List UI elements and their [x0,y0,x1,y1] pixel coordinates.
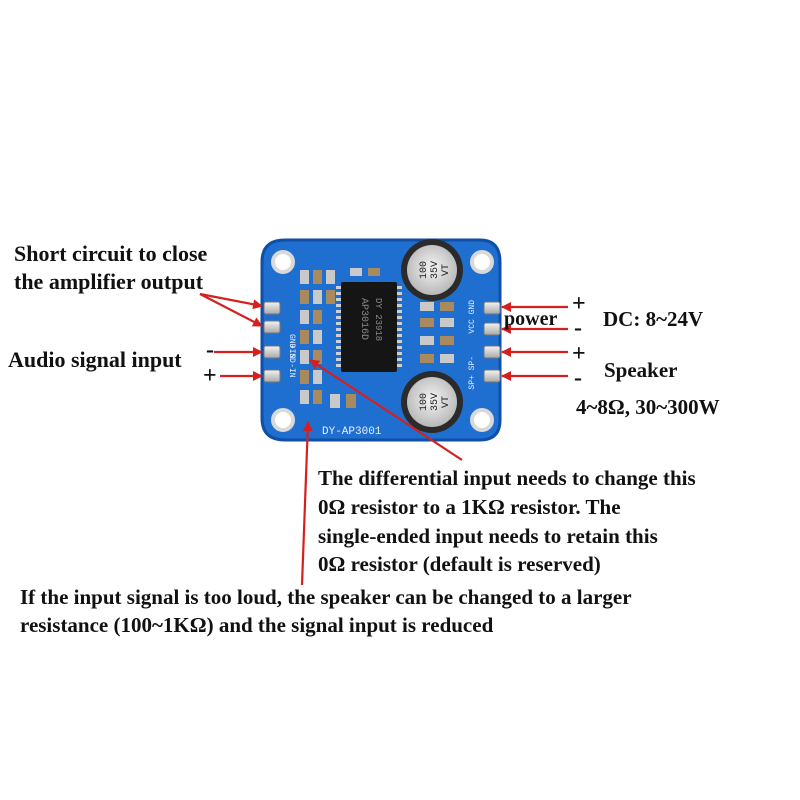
smd-components [300,268,454,408]
capacitor-top-voltage: 35V [430,261,441,279]
capacitor-top-value: 100 [419,261,430,279]
capacitor-top: 100 35V VT [401,239,463,301]
speaker-minus-sign: - [574,365,582,391]
arrow-differential-resistor [309,359,463,461]
dc-range-label: DC: 8~24V [603,307,704,331]
chip-body [341,282,397,372]
short-circuit-label-line2: the amplifier output [14,269,204,294]
power-minus-sign: - [574,315,582,341]
chip-marking-line1: AP3016D [358,298,369,340]
chip-marking-line2: DY 23918 [373,298,383,341]
capacitor-bottom-voltage: 35V [430,393,441,411]
arrow-short-circuit-top [199,292,263,310]
left-header-pins [263,301,281,383]
speaker-spec-label: 4~8Ω, 30~300W [576,395,720,419]
annotation-arrows [199,292,568,586]
right-header-pins [483,301,501,383]
audio-input-minus-sign: - [206,337,214,363]
speaker-label: Speaker [604,358,678,382]
audio-input-label: Audio signal input [8,347,182,372]
silk-left-top: GND SD [287,334,296,363]
board-model-label: DY-AP3001 [322,426,382,438]
speaker-plus-sign: + [572,341,586,367]
arrow-input-resistor [300,421,313,586]
arrow-short-circuit-bottom [199,293,263,327]
amplifier-chip: AP3016D DY 23918 [336,282,402,372]
power-plus-sign: + [572,291,586,317]
differential-note-line2: 0Ω resistor to a 1KΩ resistor. The [318,495,621,519]
mount-hole-bottom-left [271,408,295,432]
differential-note-line3: single-ended input needs to retain this [318,524,658,548]
power-label: power [504,308,558,330]
chip-pins [336,286,402,367]
loud-input-note-line1: If the input signal is too loud, the spe… [20,585,632,609]
audio-input-plus-sign: + [203,363,217,389]
differential-note-line4: 0Ω resistor (default is reserved) [318,552,601,576]
silk-right-top: VCC GND [468,300,477,334]
mount-hole-top-left [271,250,295,274]
capacitor-top-series: VT [441,264,452,276]
mount-hole-top-right [470,250,494,274]
silk-right-bottom: SP+ SP- [468,356,477,390]
capacitor-bottom-series: VT [441,396,452,408]
loud-input-note-line2: resistance (100~1KΩ) and the signal inpu… [20,613,494,637]
capacitor-bottom: 100 35V VT [401,371,463,433]
short-circuit-label-line1: Short circuit to close [14,241,208,266]
differential-note-line1: The differential input needs to change t… [318,466,696,490]
silk-left-bottom: +IN -IN [287,344,296,378]
pcb: GND SD +IN -IN VCC GND SP+ SP- [260,238,502,442]
capacitor-bottom-value: 100 [419,393,430,411]
mount-hole-bottom-right [470,408,494,432]
